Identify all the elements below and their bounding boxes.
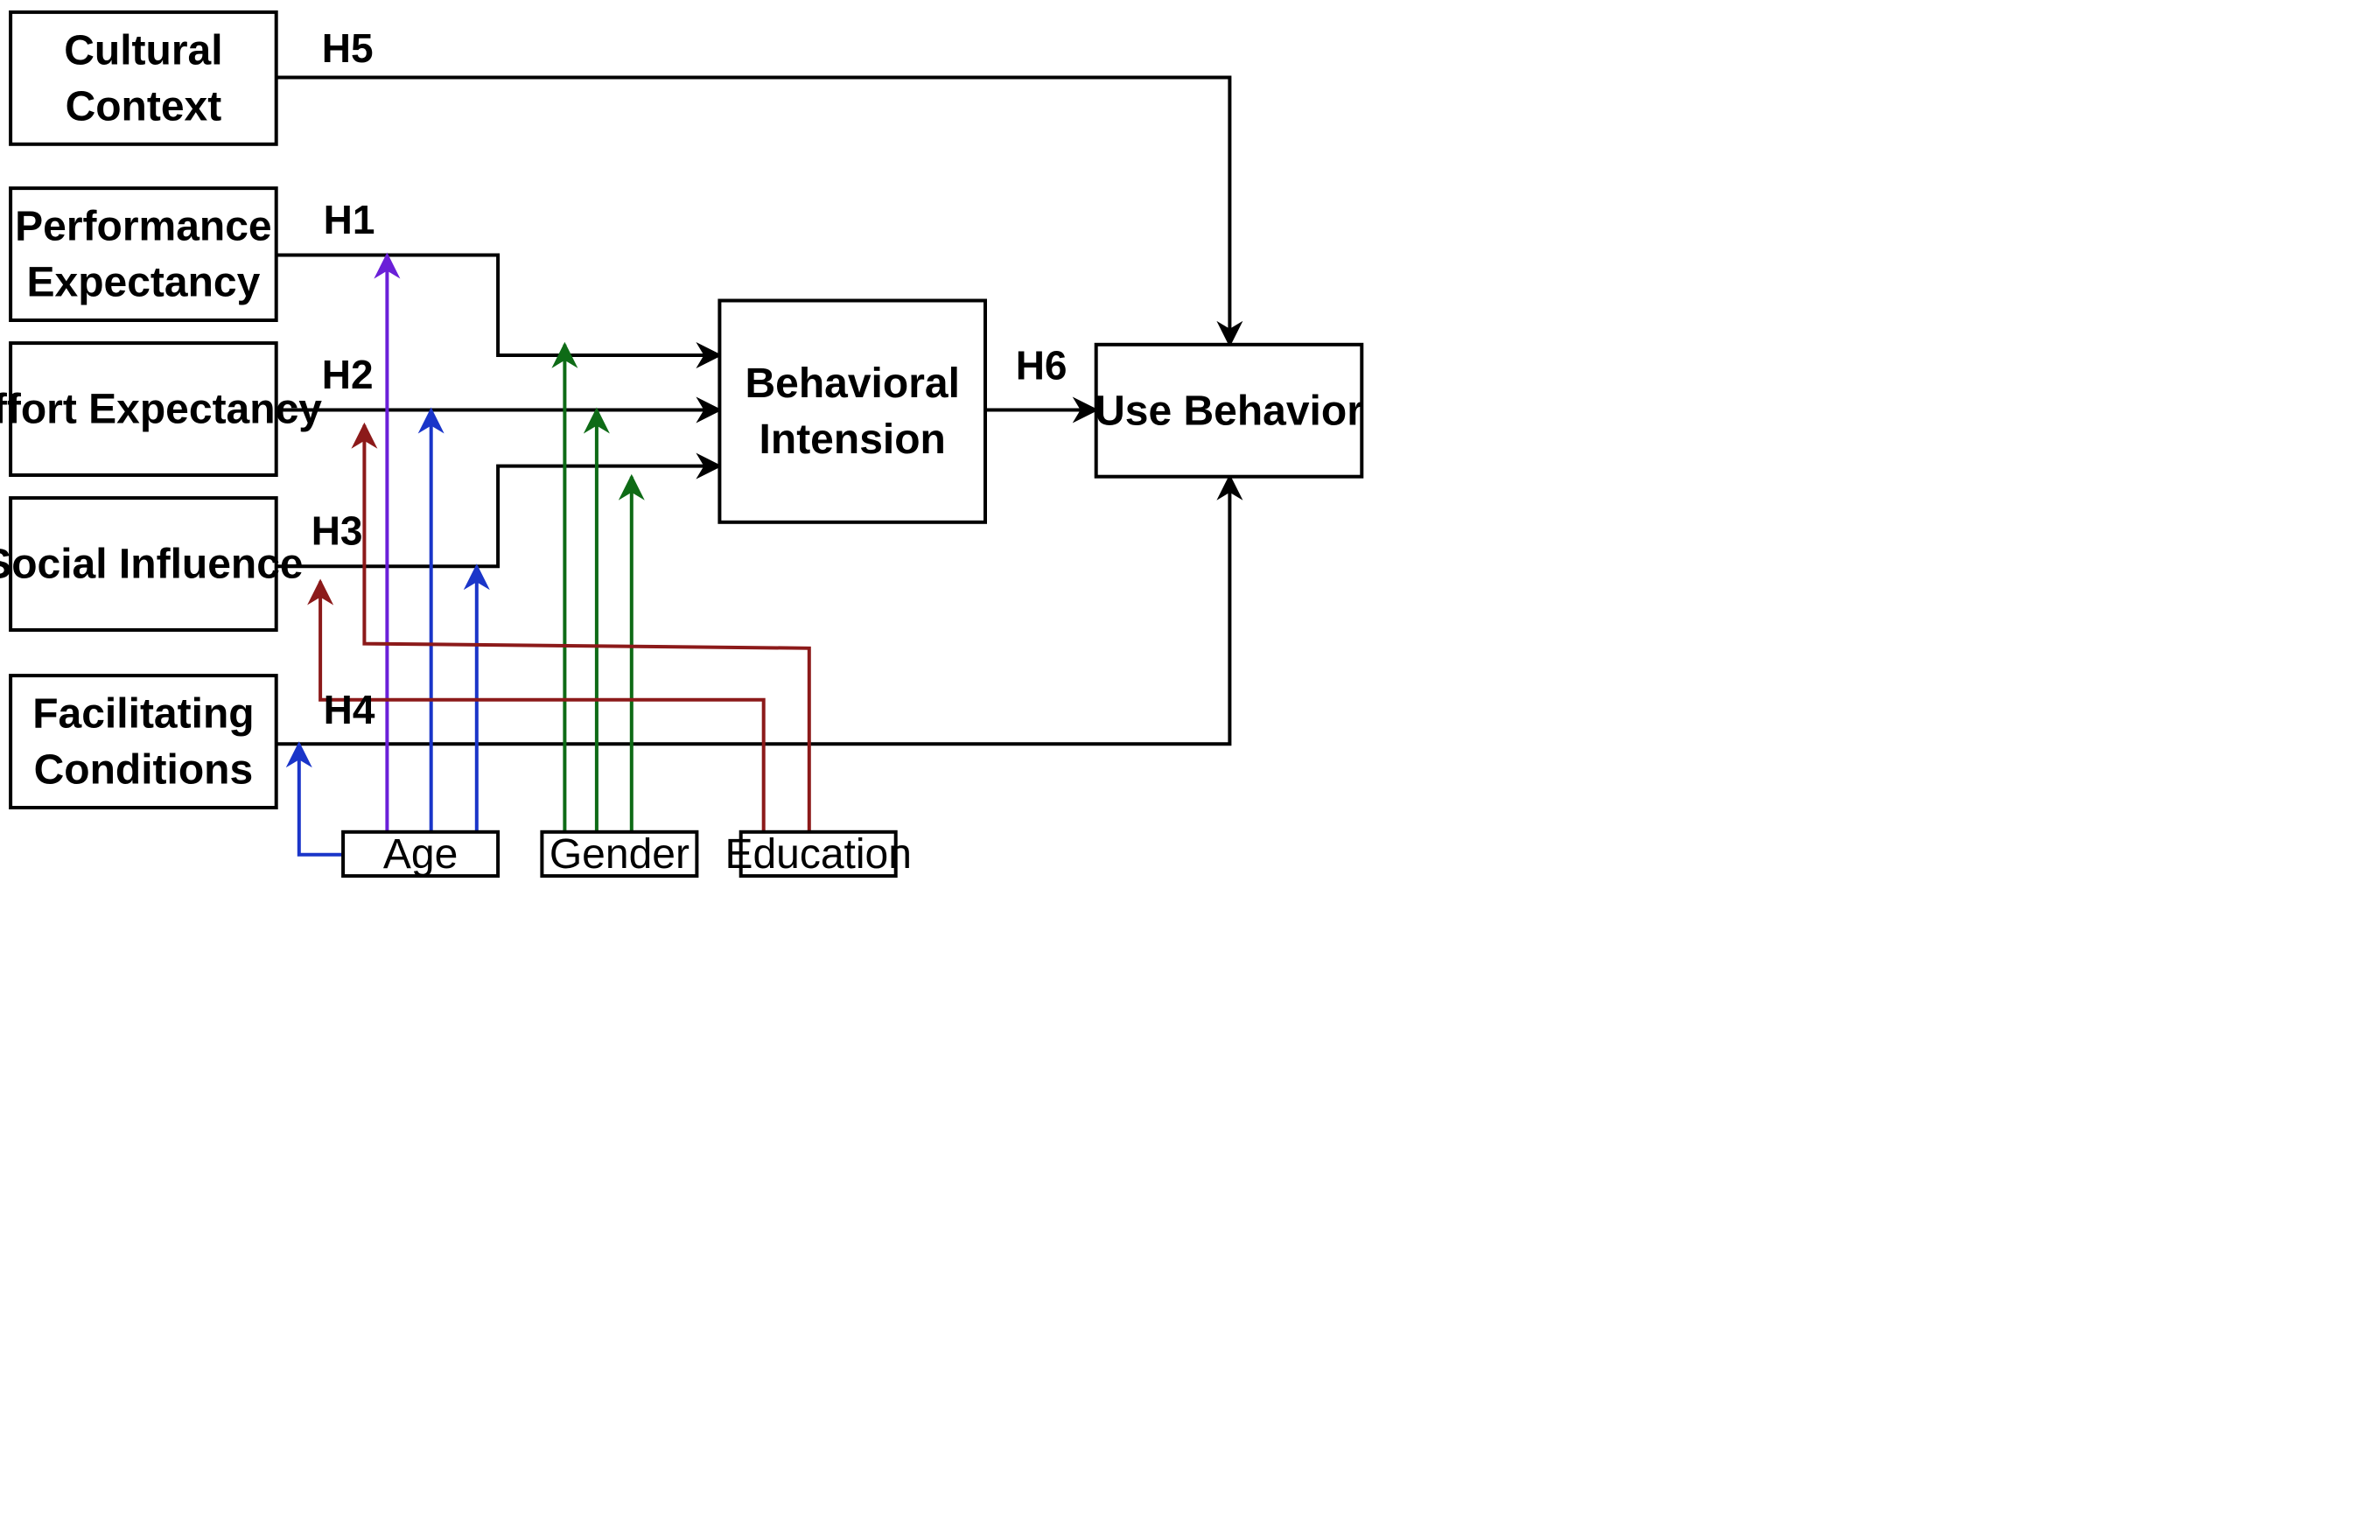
edges-layer bbox=[276, 75, 1243, 857]
age-moderator-box-rect bbox=[341, 830, 500, 878]
h2-label: H2 bbox=[322, 352, 374, 397]
use-behavior-box: Use Behavior bbox=[1094, 342, 1364, 479]
gender-moderator-box: Gender bbox=[540, 830, 699, 878]
age-moderator-label-line: Age bbox=[383, 830, 458, 877]
use-behavior-label: Use Behavior bbox=[1095, 388, 1363, 434]
behavioral-intension-box-rect bbox=[718, 298, 988, 524]
h6-label: H6 bbox=[1016, 342, 1068, 388]
performance-expectancy-label-line: Performance bbox=[15, 203, 271, 249]
behavioral-intension-label-line: Intension bbox=[760, 416, 946, 463]
education-moderator-label-line: Education bbox=[724, 830, 912, 877]
gender-moderator-box-rect bbox=[540, 830, 699, 878]
education-to-effort-expectancy-edge bbox=[351, 422, 811, 832]
cultural-context-box-rect bbox=[9, 10, 278, 146]
h4-edge bbox=[276, 473, 1243, 746]
cultural-context-label-line: Cultural bbox=[64, 27, 222, 74]
h1-edge bbox=[276, 253, 723, 368]
gender-moderator-label: Gender bbox=[550, 830, 690, 877]
education-to-social-influence-edge bbox=[307, 578, 766, 832]
education-moderator-box: Education bbox=[724, 830, 912, 878]
effort-expectancy-label: Effort Expectancy bbox=[0, 386, 322, 432]
h5-label: H5 bbox=[322, 25, 374, 71]
effort-expectancy-box: Effort Expectancy bbox=[0, 341, 322, 477]
behavioral-intension-label-line: Behavioral bbox=[745, 360, 959, 407]
effort-expectancy-box-rect bbox=[9, 341, 278, 477]
h4-label: H4 bbox=[324, 687, 375, 732]
social-influence-label: Social Influence bbox=[0, 541, 304, 587]
education-moderator-box-rect bbox=[738, 830, 898, 878]
h5-edge bbox=[276, 75, 1243, 347]
cultural-context-label-line: Context bbox=[66, 83, 222, 130]
social-influence-box: Social Influence bbox=[0, 496, 304, 632]
education-moderator-label: Education bbox=[724, 830, 912, 877]
social-influence-box-rect bbox=[9, 496, 278, 632]
use-behavior-box-rect bbox=[1094, 342, 1364, 479]
age-moderator-label: Age bbox=[383, 830, 458, 877]
social-influence-label-line: Social Influence bbox=[0, 541, 304, 587]
age-to-facilitating-conditions-edge bbox=[285, 741, 344, 857]
facilitating-conditions-label-line: Facilitating bbox=[32, 690, 254, 737]
performance-expectancy-box-rect bbox=[9, 186, 278, 322]
effort-expectancy-label-line: Effort Expectancy bbox=[0, 386, 322, 432]
use-behavior-label-line: Use Behavior bbox=[1095, 388, 1363, 434]
gender-moderator-label-line: Gender bbox=[550, 830, 690, 877]
h3-label: H3 bbox=[312, 508, 363, 554]
facilitating-conditions-label-line: Conditions bbox=[34, 746, 254, 793]
facilitating-conditions-box-rect bbox=[9, 674, 278, 809]
h1-label: H1 bbox=[324, 197, 375, 242]
age-moderator-box: Age bbox=[341, 830, 500, 878]
performance-expectancy-label-line: Expectancy bbox=[26, 259, 260, 305]
